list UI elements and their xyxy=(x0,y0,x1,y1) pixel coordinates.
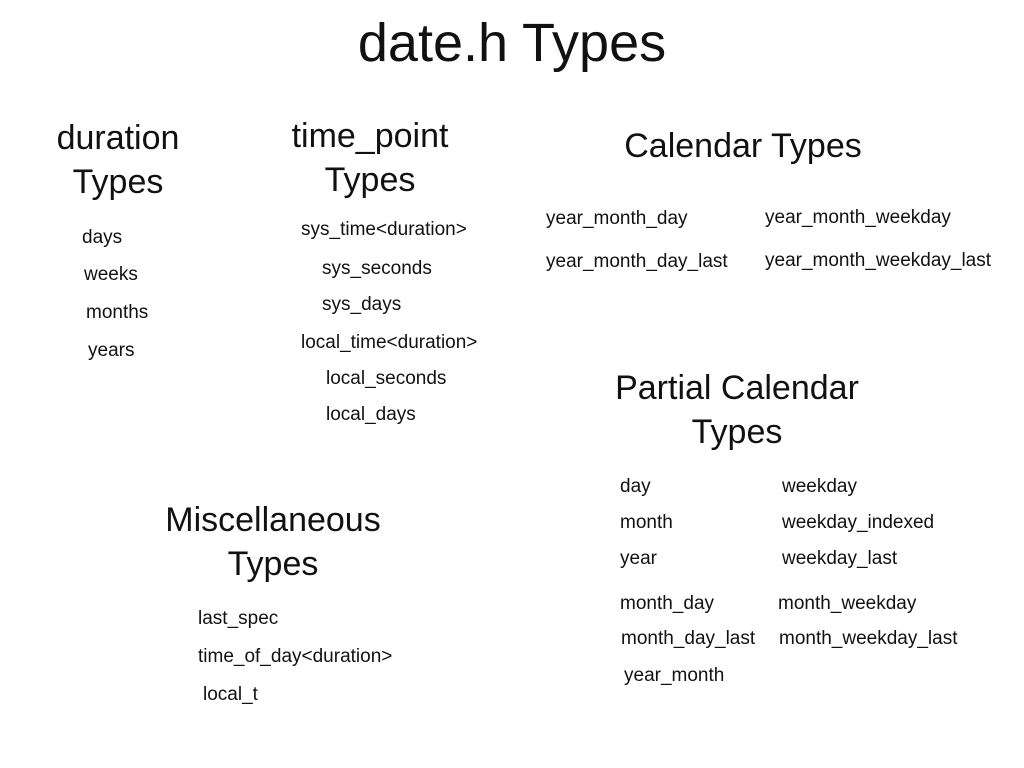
miscellaneous-types-heading: Miscellaneous Types xyxy=(133,498,413,586)
partial-calendar-types-heading: Partial Calendar Types xyxy=(587,366,887,454)
duration-item-months: months xyxy=(86,302,149,323)
partial-item-weekday-indexed: weekday_indexed xyxy=(782,512,935,533)
time-point-heading-line2: Types xyxy=(324,161,416,199)
partial-item-day: day xyxy=(620,476,651,497)
calendar-item-year-month-day: year_month_day xyxy=(546,208,688,229)
misc-item-time-of-day: time_of_day<duration> xyxy=(198,646,393,667)
duration-item-weeks: weeks xyxy=(84,264,138,285)
time-point-item-local-time: local_time<duration> xyxy=(301,332,478,353)
misc-item-local-t: local_t xyxy=(203,684,258,705)
partial-item-month-day-last: month_day_last xyxy=(621,628,756,649)
calendar-item-year-month-day-last: year_month_day_last xyxy=(546,251,728,272)
duration-item-days: days xyxy=(82,227,123,248)
time-point-types-heading: time_point Types xyxy=(260,114,480,202)
misc-item-last-spec: last_spec xyxy=(198,608,279,629)
time-point-item-sys-days: sys_days xyxy=(322,294,402,315)
partial-item-month-day: month_day xyxy=(620,593,715,614)
time-point-item-local-days: local_days xyxy=(326,404,416,425)
time-point-heading-line1: time_point xyxy=(291,117,449,155)
time-point-item-sys-seconds: sys_seconds xyxy=(322,258,432,279)
duration-item-years: years xyxy=(88,340,135,361)
calendar-item-year-month-weekday: year_month_weekday xyxy=(765,207,951,228)
miscellaneous-heading-line1: Miscellaneous xyxy=(165,501,381,539)
partial-item-year: year xyxy=(620,548,657,569)
partial-item-weekday-last: weekday_last xyxy=(782,548,898,569)
partial-calendar-heading-line1: Partial Calendar xyxy=(615,369,859,407)
calendar-item-year-month-weekday-last: year_month_weekday_last xyxy=(765,250,992,271)
partial-item-weekday: weekday xyxy=(782,476,857,497)
time-point-item-sys-time: sys_time<duration> xyxy=(301,219,467,240)
calendar-types-heading: Calendar Types xyxy=(624,127,862,165)
duration-heading-line2: Types xyxy=(72,163,164,201)
duration-heading-line1: duration xyxy=(56,119,180,157)
partial-item-year-month: year_month xyxy=(624,665,725,686)
duration-types-heading: duration Types xyxy=(18,116,218,204)
time-point-item-local-seconds: local_seconds xyxy=(326,368,447,389)
partial-item-month-weekday: month_weekday xyxy=(778,593,917,614)
partial-calendar-heading-line2: Types xyxy=(691,413,783,451)
partial-item-month-weekday-last: month_weekday_last xyxy=(779,628,958,649)
partial-item-month: month xyxy=(620,512,673,533)
miscellaneous-heading-line2: Types xyxy=(227,545,319,583)
page-title: date.h Types xyxy=(357,13,667,73)
